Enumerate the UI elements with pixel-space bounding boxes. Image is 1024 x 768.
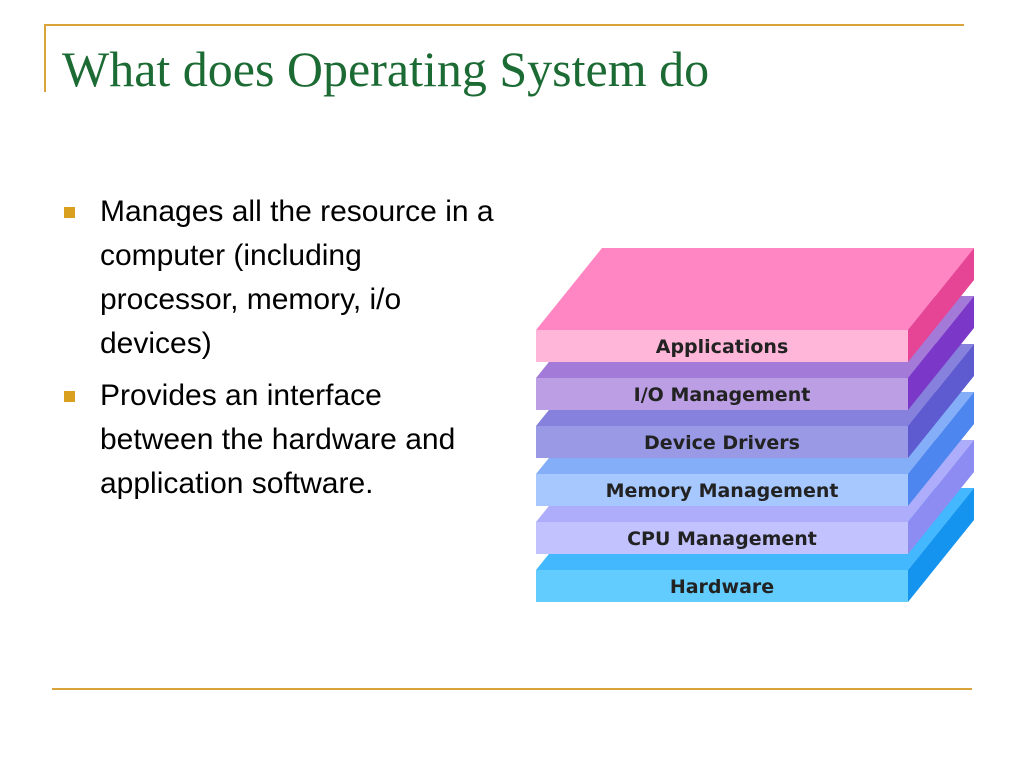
bullet-list: Manages all the resource in a computer (… <box>62 190 502 514</box>
layer-label: Applications <box>656 336 789 358</box>
layer-front-face <box>536 426 908 458</box>
layer-side-face <box>908 392 974 506</box>
layer-label: Device Drivers <box>644 432 800 454</box>
os-layer-stack-svg: Hardware CPU Management Memory Management D… <box>536 248 974 602</box>
layer-label: Hardware <box>670 576 774 598</box>
square-bullet-icon <box>64 207 75 218</box>
layer-front-face <box>536 522 908 554</box>
os-layer-stack-diagram: Hardware CPU Management Memory Management D… <box>536 246 976 602</box>
layer-label: Memory Management <box>606 480 839 502</box>
layer-side-face <box>908 440 974 554</box>
slide-title: What does Operating System do <box>62 41 710 97</box>
layer-side-face <box>908 344 974 458</box>
bullet-item-provides-interface: Provides an interface between the hardwa… <box>62 374 502 506</box>
layer-side-face <box>908 488 974 602</box>
bullet-item-manages-resources: Manages all the resource in a computer (… <box>62 190 502 366</box>
bullet-text: Provides an interface between the hardwa… <box>100 379 456 500</box>
square-bullet-icon <box>64 391 75 402</box>
layer-front-face <box>536 474 908 506</box>
layer-label: I/O Management <box>634 384 811 406</box>
layer-side-face <box>908 248 974 362</box>
bullet-text: Manages all the resource in a computer (… <box>100 195 494 360</box>
layer-front-face <box>536 570 908 602</box>
layer-front-face <box>536 330 908 362</box>
bottom-rule <box>52 688 972 690</box>
left-accent-rule <box>44 24 46 92</box>
layer-top-face <box>536 248 974 330</box>
layer-side-face <box>908 296 974 410</box>
layer-front-face <box>536 378 908 410</box>
layer-label: CPU Management <box>627 528 817 550</box>
layer-applications: Applications <box>536 248 974 362</box>
top-rule <box>44 24 964 26</box>
